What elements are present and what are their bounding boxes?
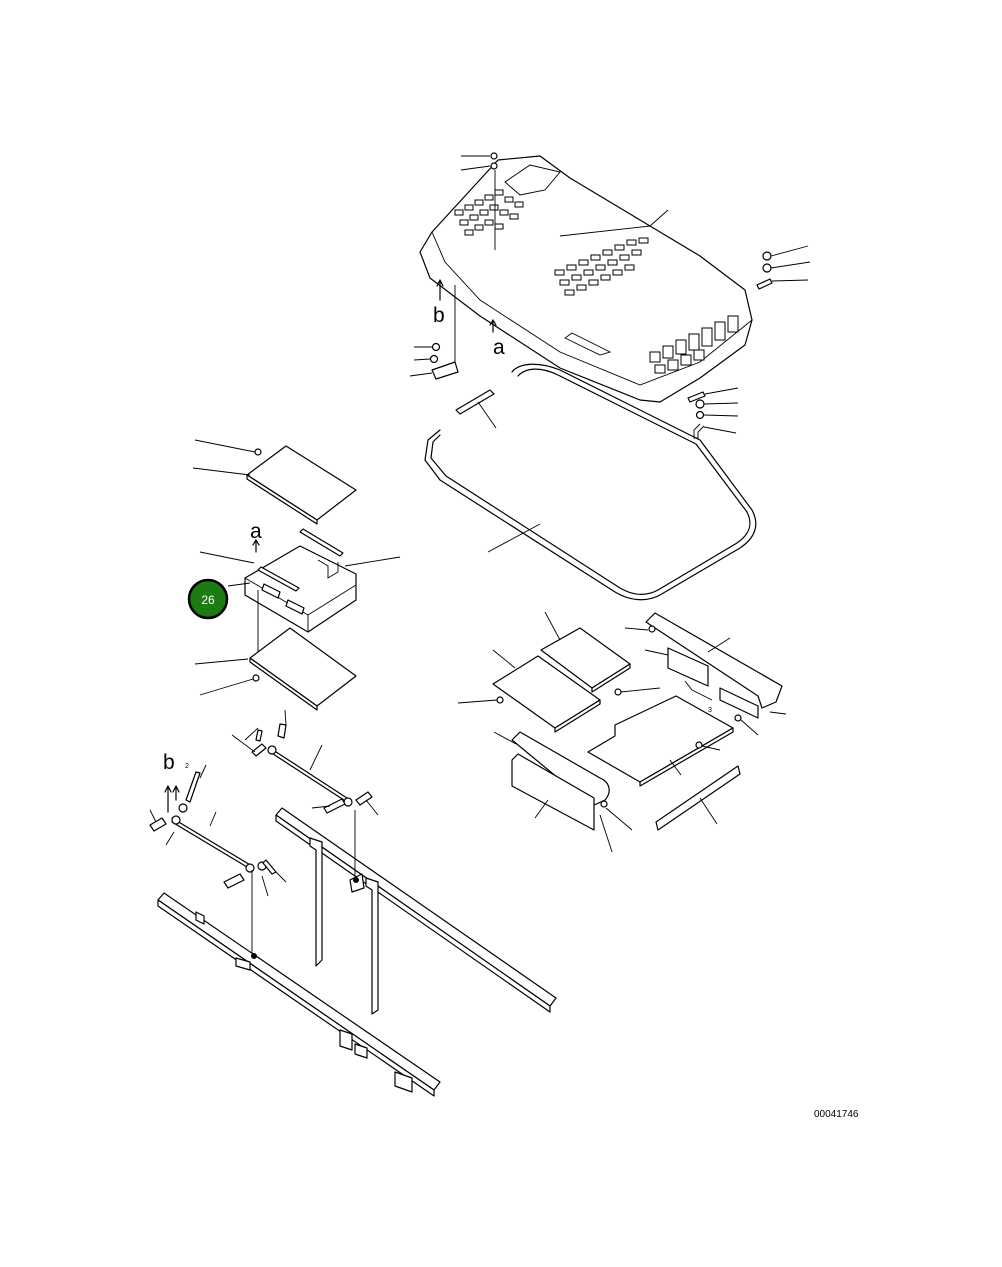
callout-b-top-label: b [433,304,445,327]
left-bracket-assembly: a [199,520,401,656]
callout-a-left-label: a [250,520,262,543]
hood-louver-grid-1 [454,189,524,236]
lower-frame-rail-long [275,807,557,1015]
callout-b-left-label: b [163,751,175,774]
hood-louver-grid-2 [554,237,649,296]
callout-badge-26[interactable]: 26 [187,578,229,620]
callout-a-top-label: a [493,336,505,359]
support-rod-lower: b 2 [149,751,287,955]
callout-a-top: a [489,319,505,359]
left-upper-plate [192,439,357,525]
right-side-trim: 3 [624,612,787,736]
right-panel-3 [587,695,734,787]
support-rod-upper [231,709,379,816]
right-panel-2 [457,649,661,733]
right-long-panel [493,731,633,853]
reference-number: 00041746 [814,1109,859,1120]
hood-front-grille [649,315,739,374]
callout-b-top: b [433,279,445,327]
lower-frame-rail-base [157,892,441,1097]
hood-seal-strip [424,363,757,601]
tiny-mark-3: 3 [708,707,712,714]
left-lower-plate [194,627,357,711]
callout-badge-label: 26 [201,593,215,607]
hood-fasteners [409,152,811,439]
right-strip [655,765,741,831]
tiny-mark-2: 2 [185,763,189,770]
engine-hood-cover [419,155,753,403]
right-panel-1 [540,611,631,693]
